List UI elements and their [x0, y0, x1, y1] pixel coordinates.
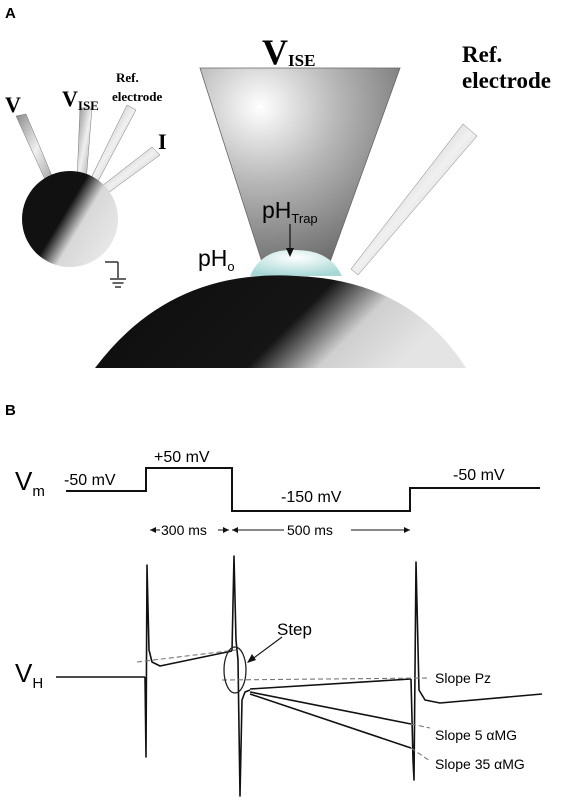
ph-o-main: pH [198, 245, 227, 271]
guide-depol [136, 649, 237, 663]
guide-35 [410, 747, 431, 762]
vm-sub: m [32, 483, 45, 500]
ph-o-label: pHo [198, 245, 235, 274]
small-vise-pipette [76, 107, 93, 183]
vh-main: V [15, 658, 33, 688]
small-vise-sub: ISE [78, 98, 99, 113]
vm-main: V [15, 466, 33, 496]
vm-level-rest-1: -50 mV [64, 472, 116, 489]
small-v-pipette [15, 113, 56, 187]
slope-guides [136, 649, 431, 762]
large-vise-main: V [262, 32, 288, 72]
step-label: Step [277, 620, 312, 639]
slope-5-label: Slope 5 αMG [435, 727, 517, 743]
vm-trace [66, 467, 540, 512]
ph-trap-arrow [286, 224, 294, 257]
vh-label: VH [15, 658, 43, 692]
guide-5 [410, 723, 431, 729]
duration-500: 500 ms [287, 522, 333, 538]
small-cell-diagram: V VISE Ref. electrode I [5, 70, 167, 288]
vm-level-hyperpol: -150 mV [281, 489, 342, 506]
vh-transient-1 [144, 564, 233, 758]
oocyte-dome [95, 275, 466, 368]
large-ref-label-1: Ref. [462, 42, 502, 67]
small-cell [22, 171, 118, 267]
small-ref-label-2: electrode [112, 89, 163, 104]
small-ref-label-1: Ref. [116, 70, 139, 85]
vh-slope-5-trace [249, 691, 412, 725]
vise-cone [199, 67, 401, 263]
large-vise-label: VISE [262, 32, 315, 72]
vh-slope-35-trace [249, 693, 412, 749]
slope-pz-label: Slope Pz [435, 670, 491, 686]
vh-slope-pz-trace [249, 678, 412, 690]
vh-transient-3 [410, 561, 543, 781]
large-cell-diagram: VISE Ref. electrode pHTrap pHo [95, 32, 551, 368]
small-v-label: V [5, 92, 21, 117]
small-vise-main: V [62, 86, 78, 111]
small-vise-label: VISE [62, 86, 99, 113]
ph-trap-main: pH [262, 197, 291, 223]
small-i-label: I [158, 129, 167, 154]
vh-trace [56, 555, 543, 797]
large-ref-label-2: electrode [462, 68, 551, 93]
vm-level-depol: +50 mV [154, 449, 210, 466]
vh-sub: H [32, 675, 43, 692]
large-ref-pipette [350, 123, 478, 276]
ph-o-sub: o [227, 259, 234, 274]
ph-trap-sub: Trap [291, 211, 317, 226]
vm-level-rest-2: -50 mV [453, 467, 505, 484]
vh-transient-2 [231, 555, 251, 797]
duration-300-bracket [150, 527, 229, 533]
ph-trap-droplet [250, 249, 342, 276]
vm-label: Vm [15, 466, 45, 500]
duration-300: 300 ms [161, 522, 207, 538]
ph-trap-label: pHTrap [262, 197, 318, 226]
panel-b-label: B [5, 402, 16, 419]
large-vise-sub: ISE [288, 51, 315, 70]
panel-a-label: A [5, 5, 16, 22]
duration-500-bracket [232, 527, 410, 533]
step-ellipse [223, 646, 247, 694]
step-arrow [247, 636, 283, 663]
guide-pz [221, 677, 431, 681]
ground-icon [105, 261, 126, 288]
slope-35-label: Slope 35 αMG [435, 756, 525, 772]
